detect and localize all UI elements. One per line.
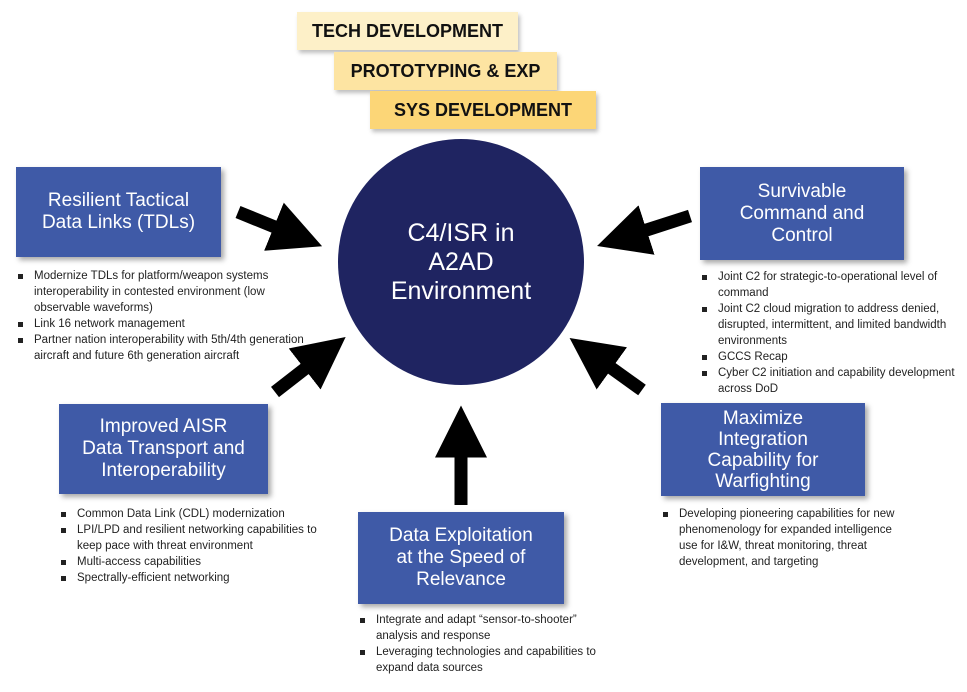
title-line: Warfighting xyxy=(715,470,811,492)
arrow-integ xyxy=(569,338,646,396)
title-line: Improved AISR xyxy=(99,416,228,437)
title-line: Survivable xyxy=(757,180,847,202)
bullet: Joint C2 cloud migration to address deni… xyxy=(700,301,965,349)
title-line: Capability for xyxy=(707,449,819,471)
phase-sys-development: SYS DEVELOPMENT xyxy=(370,91,596,129)
arrow-c2 xyxy=(597,205,692,255)
tdl-bullets: Modernize TDLs for platform/weapon syste… xyxy=(16,268,306,364)
bullet: Cyber C2 initiation and capability devel… xyxy=(700,365,965,397)
center-line: Environment xyxy=(390,276,532,305)
bullet: Common Data Link (CDL) modernization xyxy=(59,506,331,522)
bullet: LPI/LPD and resilient networking capabil… xyxy=(59,522,331,554)
title-line: Relevance xyxy=(416,569,506,590)
phase-prototyping: PROTOTYPING & EXP xyxy=(334,52,557,90)
title-line: Data Transport and xyxy=(82,438,245,459)
title-line: Command and xyxy=(739,202,865,224)
data-exploitation-bullets: Integrate and adapt “sensor-to-shooter” … xyxy=(358,612,620,676)
integration-bullets: Developing pioneering capabilities for n… xyxy=(661,506,911,570)
center-line: C4/ISR in xyxy=(407,218,515,247)
title-line: Data Links (TDLs) xyxy=(41,212,196,233)
arrow-aisr xyxy=(271,337,346,398)
title-line: Maximize xyxy=(722,407,804,429)
bullet: Spectrally-efficient networking xyxy=(59,570,331,586)
phase-tech-development: TECH DEVELOPMENT xyxy=(297,12,518,50)
title-line: Data Exploitation xyxy=(389,525,533,546)
center-line: A2AD xyxy=(428,247,494,276)
c2-bullets: Joint C2 for strategic-to-operational le… xyxy=(700,269,965,397)
bullet: Multi-access capabilities xyxy=(59,554,331,570)
bullet: Joint C2 for strategic-to-operational le… xyxy=(700,269,965,301)
aisr-bullets: Common Data Link (CDL) modernization LPI… xyxy=(59,506,331,586)
title-line: at the Speed of xyxy=(396,547,526,568)
bullet: GCCS Recap xyxy=(700,349,965,365)
bullet: Partner nation interoperability with 5th… xyxy=(16,332,306,364)
bullet: Link 16 network management xyxy=(16,316,306,332)
bullet: Developing pioneering capabilities for n… xyxy=(661,506,911,570)
title-line: Integration xyxy=(718,428,808,450)
bullet: Integrate and adapt “sensor-to-shooter” … xyxy=(358,612,620,644)
bullet: Leveraging technologies and capabilities… xyxy=(358,644,620,676)
title-line: Resilient Tactical xyxy=(47,190,190,211)
title-line: Control xyxy=(771,224,833,246)
arrow-tdl xyxy=(235,202,323,251)
title-line: Interoperability xyxy=(101,460,226,481)
bullet: Modernize TDLs for platform/weapon syste… xyxy=(16,268,306,316)
